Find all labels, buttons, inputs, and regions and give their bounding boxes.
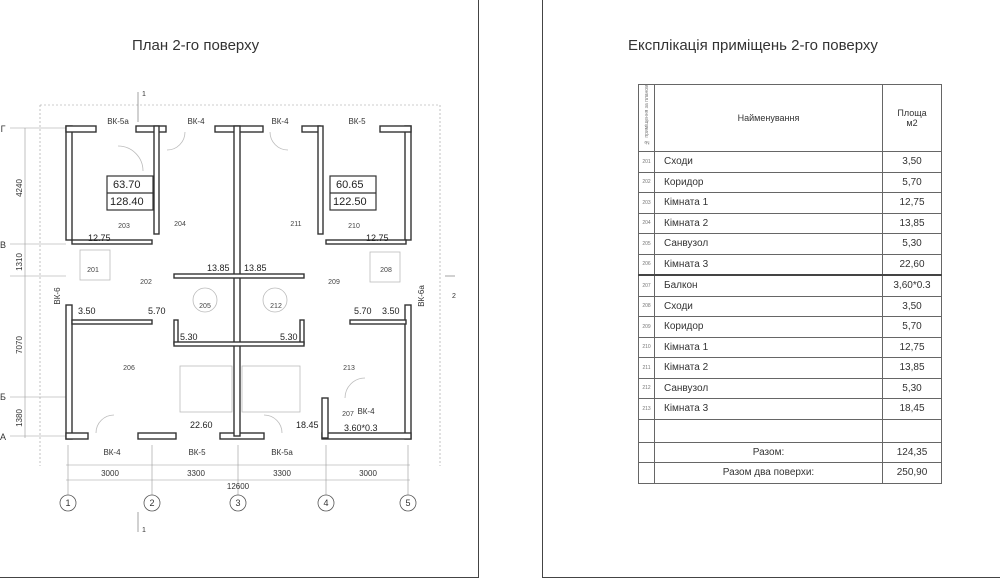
opening-label: ВК-4 xyxy=(103,448,121,457)
room-number: 201 xyxy=(87,267,99,274)
area-label: 5.70 xyxy=(354,306,372,316)
dim-bottom: 3000 xyxy=(101,469,119,478)
header-name: Найменування xyxy=(654,84,883,152)
room-number: 212 xyxy=(270,303,282,310)
wall xyxy=(65,304,73,440)
dim-left: 1310 xyxy=(15,253,24,271)
header-area-1: Площа xyxy=(897,108,927,118)
area-label: 5.30 xyxy=(180,332,198,342)
dim-bottom: 3300 xyxy=(273,469,291,478)
opening-label: ВК-6а xyxy=(417,285,426,307)
axis-label: А xyxy=(0,432,6,442)
header-no: № приміщення за планом xyxy=(643,84,650,145)
axis-label: 3 xyxy=(235,498,240,508)
total-label: Разом: xyxy=(654,441,883,463)
room-number: 206 xyxy=(123,365,135,372)
wall xyxy=(65,125,73,241)
room-number: 204 xyxy=(174,221,186,228)
room-number: 205 xyxy=(199,303,211,310)
opening-label: ВК-5а xyxy=(271,448,293,457)
wall xyxy=(404,125,412,241)
opening-label: ВК-5 xyxy=(188,448,206,457)
axis-label: 5 xyxy=(405,498,410,508)
axis-label: Г xyxy=(1,124,6,134)
total-value: 124,35 xyxy=(882,441,942,463)
room-number: 210 xyxy=(348,223,360,230)
dim-left: 4240 xyxy=(15,179,24,197)
grand-total-label: Разом два поверхи: xyxy=(654,462,883,484)
area-label: 5.70 xyxy=(148,306,166,316)
section-mark: 1 xyxy=(142,91,146,98)
area-label: 3.50 xyxy=(382,306,400,316)
room-number: 203 xyxy=(118,223,130,230)
area-label: 12.75 xyxy=(366,233,389,243)
room-number: 213 xyxy=(343,365,355,372)
area-label: 13.85 xyxy=(244,263,267,273)
grand-total-value: 250,90 xyxy=(882,462,942,484)
floor-plan: 63.70 128.40 60.65 122.50 12.75 13.85 13… xyxy=(0,91,456,534)
plan-title: План 2-го поверху xyxy=(132,37,260,54)
section-mark: 1 xyxy=(142,527,146,534)
room-number: 209 xyxy=(328,279,340,286)
area-label: 3.60*0.3 xyxy=(344,423,378,433)
dim-bottom: 3300 xyxy=(187,469,205,478)
opening-label: ВК-4 xyxy=(357,407,375,416)
total-left-1: 63.70 xyxy=(113,179,141,191)
room-number: 202 xyxy=(140,279,152,286)
area-label: 22.60 xyxy=(190,420,213,430)
total-right-2: 122.50 xyxy=(333,196,367,208)
area-label: 3.50 xyxy=(78,306,96,316)
grand-total-row: Разом два поверхи:250,90 xyxy=(638,462,942,484)
section-mark: 2 xyxy=(452,293,456,300)
table-header: № приміщення за планом Найменування Площ… xyxy=(638,84,942,152)
dim-left: 1380 xyxy=(15,409,24,427)
room-number: 208 xyxy=(380,267,392,274)
area-label: 12.75 xyxy=(88,233,111,243)
explication-title: Експлікація приміщень 2-го поверху xyxy=(628,37,878,54)
total-right-1: 60.65 xyxy=(336,179,364,191)
total-left-2: 128.40 xyxy=(110,196,144,208)
opening-label: ВК-4 xyxy=(187,117,205,126)
axis-label: 1 xyxy=(65,498,70,508)
header-area-2: м2 xyxy=(906,118,918,128)
room-number: 207 xyxy=(342,411,354,418)
wall xyxy=(404,304,412,440)
opening-label: ВК-6 xyxy=(53,287,62,305)
opening-label: ВК-5а xyxy=(107,117,129,126)
dim-total: 12600 xyxy=(227,482,250,491)
explication-table: № приміщення за планом Найменування Площ… xyxy=(638,84,942,484)
area-label: 5.30 xyxy=(280,332,298,342)
opening-label: ВК-5 xyxy=(348,117,366,126)
axis-label: 4 xyxy=(323,498,328,508)
area-label: 13.85 xyxy=(207,263,230,273)
total-row: Разом:124,35 xyxy=(638,441,942,463)
room-number: 211 xyxy=(290,221,301,228)
dim-left: 7070 xyxy=(15,336,24,354)
axis-label: Б xyxy=(0,392,6,402)
opening-label: ВК-4 xyxy=(271,117,289,126)
axis-label: 2 xyxy=(149,498,154,508)
area-label: 18.45 xyxy=(296,420,319,430)
dim-bottom: 3000 xyxy=(359,469,377,478)
axis-label: В xyxy=(0,240,6,250)
table-row-empty xyxy=(638,418,942,443)
